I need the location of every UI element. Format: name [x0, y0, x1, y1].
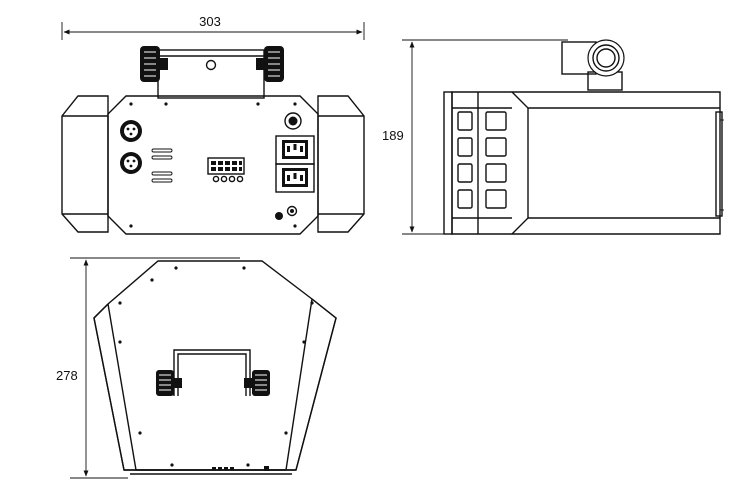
width-dimension: 303 — [61, 14, 365, 40]
dmx-connector-in — [120, 120, 142, 142]
front-body — [61, 95, 365, 235]
vent-slots — [151, 148, 173, 183]
power-socket-out — [275, 163, 315, 193]
control-display — [207, 157, 245, 183]
depth-dimension: 278 — [56, 257, 240, 479]
hanging-bracket — [140, 46, 284, 99]
top-housing — [93, 260, 337, 475]
top-bracket — [156, 349, 270, 396]
dmx-connector-out — [120, 152, 142, 174]
height-dimension: 189 — [382, 39, 568, 235]
side-view: 189 — [382, 39, 724, 235]
fuse-holder — [284, 112, 302, 130]
side-body — [443, 91, 724, 235]
top-bracket-knob-left — [156, 370, 182, 396]
bracket-knob-left — [140, 46, 168, 82]
side-vent-grid — [457, 111, 507, 209]
ground-screw — [275, 205, 298, 220]
top-view: 278 — [56, 257, 337, 479]
depth-dimension-label: 278 — [56, 368, 78, 383]
side-bracket — [561, 39, 625, 91]
power-socket-in — [275, 135, 315, 165]
front-view: 303 — [61, 14, 365, 235]
top-bracket-knob-right — [244, 370, 270, 396]
bracket-knob-right — [256, 46, 284, 82]
width-dimension-label: 303 — [199, 14, 221, 29]
height-dimension-label: 189 — [382, 128, 404, 143]
